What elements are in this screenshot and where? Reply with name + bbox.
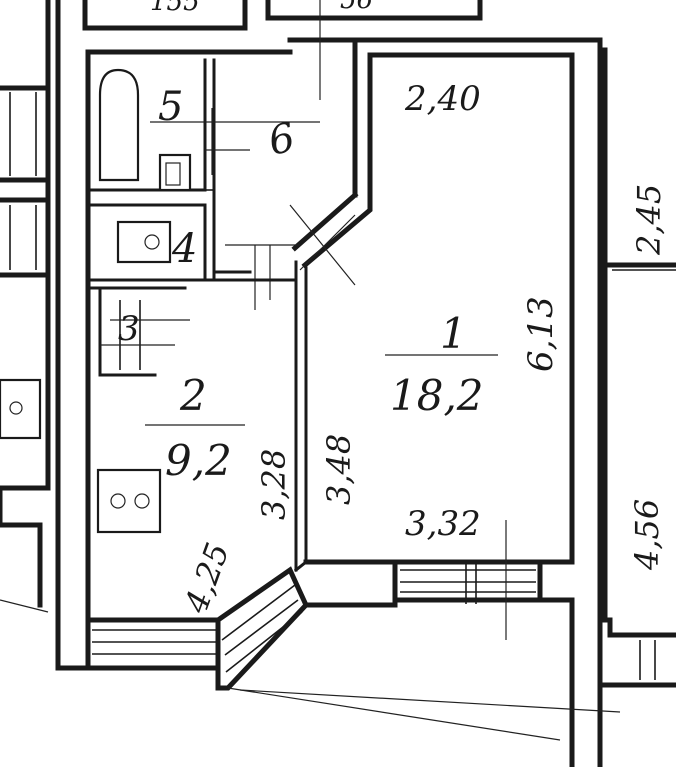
room1-left-length: 3,48 [320,434,358,505]
toilet-icon [116,220,172,264]
closet-number: 3 [118,309,140,349]
closet: 3 [86,286,190,377]
room1-area: 18,2 [390,371,484,420]
kitchen-right-length: 3,28 [255,449,293,520]
top-label-right: 56 [340,0,373,15]
room-1: 2,40 1 18,2 6,13 3,48 3,32 [320,79,561,544]
right-neighbour: 2,45 4,56 [602,47,676,688]
right-lower-dim: 4,56 [628,499,666,571]
right-upper-dim: 2,45 [630,184,668,256]
wc-number: 4 [171,226,197,272]
hall: 6 [205,0,356,310]
bathtub-icon [98,68,140,182]
left-neighbour [0,0,51,613]
room1-number: 1 [440,309,467,358]
kitchen-number: 2 [179,371,207,420]
bath-number: 5 [158,84,183,130]
room1-bottom-width: 3,32 [405,504,481,544]
bathroom: 5 [86,58,320,282]
top-strip: 155 56 [82,0,483,31]
room1-side-length: 6,13 [521,296,561,372]
apartment-walls [55,0,621,767]
kitchen-bottom-length: 4,25 [176,538,236,619]
kitchen-area: 9,2 [165,436,232,485]
stove-icon [96,468,162,534]
wc: 4 [86,203,216,282]
neighbour-drain-icon [9,401,23,415]
neighbour-sink [0,378,42,440]
kitchen: 2 9,2 3,28 4,25 [96,371,293,619]
entry-door-swing [289,204,356,286]
room1-top-width: 2,40 [404,79,481,119]
bath-sink-icon [158,153,192,192]
top-label-left: 155 [150,0,200,17]
